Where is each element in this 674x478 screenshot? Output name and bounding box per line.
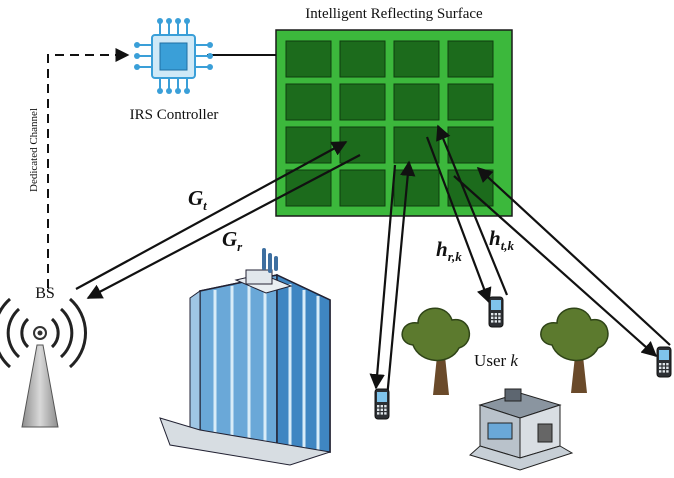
irs-element — [393, 40, 440, 78]
phone-icon — [488, 296, 504, 328]
channel-label-gr: Gr — [222, 227, 243, 254]
arrow-irs-to-user-left — [369, 164, 397, 390]
arrow-irs-to-bs — [86, 154, 361, 299]
arrow-user-right-to-irs — [476, 166, 671, 346]
channel-label-gt: Gt — [188, 186, 207, 213]
chip-icon — [134, 18, 213, 94]
irs-element — [285, 40, 332, 78]
irs-element — [339, 83, 386, 121]
channel-label-ht: ht,k — [489, 226, 515, 253]
arrow-user-left-to-irs — [385, 160, 416, 399]
channel-label-hr: hr,k — [436, 237, 462, 264]
irs-element — [393, 126, 440, 164]
irs-element — [447, 126, 494, 164]
tree-icon — [401, 307, 471, 395]
channel-arrows — [75, 124, 671, 399]
house-icon — [469, 388, 574, 471]
irs-element — [339, 40, 386, 78]
building-icon — [159, 248, 331, 466]
phone-icon — [374, 388, 390, 420]
irs-element — [339, 169, 386, 207]
arrow-irs-to-user-k — [425, 136, 492, 304]
irs-elements — [285, 40, 494, 207]
irs-element — [393, 83, 440, 121]
arrow-irs-to-user-right — [453, 175, 658, 358]
irs-element — [447, 40, 494, 78]
user-devices — [374, 296, 672, 420]
irs-element — [447, 83, 494, 121]
base-station-icon — [0, 297, 88, 428]
dedicated-channel-line — [47, 48, 130, 288]
irs-element — [285, 169, 332, 207]
irs-element — [393, 169, 440, 207]
irs-title: Intelligent Reflecting Surface — [305, 6, 483, 22]
irs-panel — [275, 29, 513, 217]
irs-controller-label: IRS Controller — [130, 107, 219, 123]
irs-element — [285, 83, 332, 121]
arrow-user-k-to-irs — [436, 124, 509, 296]
dedicated-channel-label: Dedicated Channel — [28, 108, 40, 192]
user-k-label: User k — [474, 351, 518, 370]
arrow-bs-to-irs — [75, 141, 348, 290]
phone-icon — [656, 346, 672, 378]
bs-label: BS — [35, 285, 55, 302]
irs-element — [339, 126, 386, 164]
tree-icon — [540, 307, 609, 393]
irs-element — [285, 126, 332, 164]
